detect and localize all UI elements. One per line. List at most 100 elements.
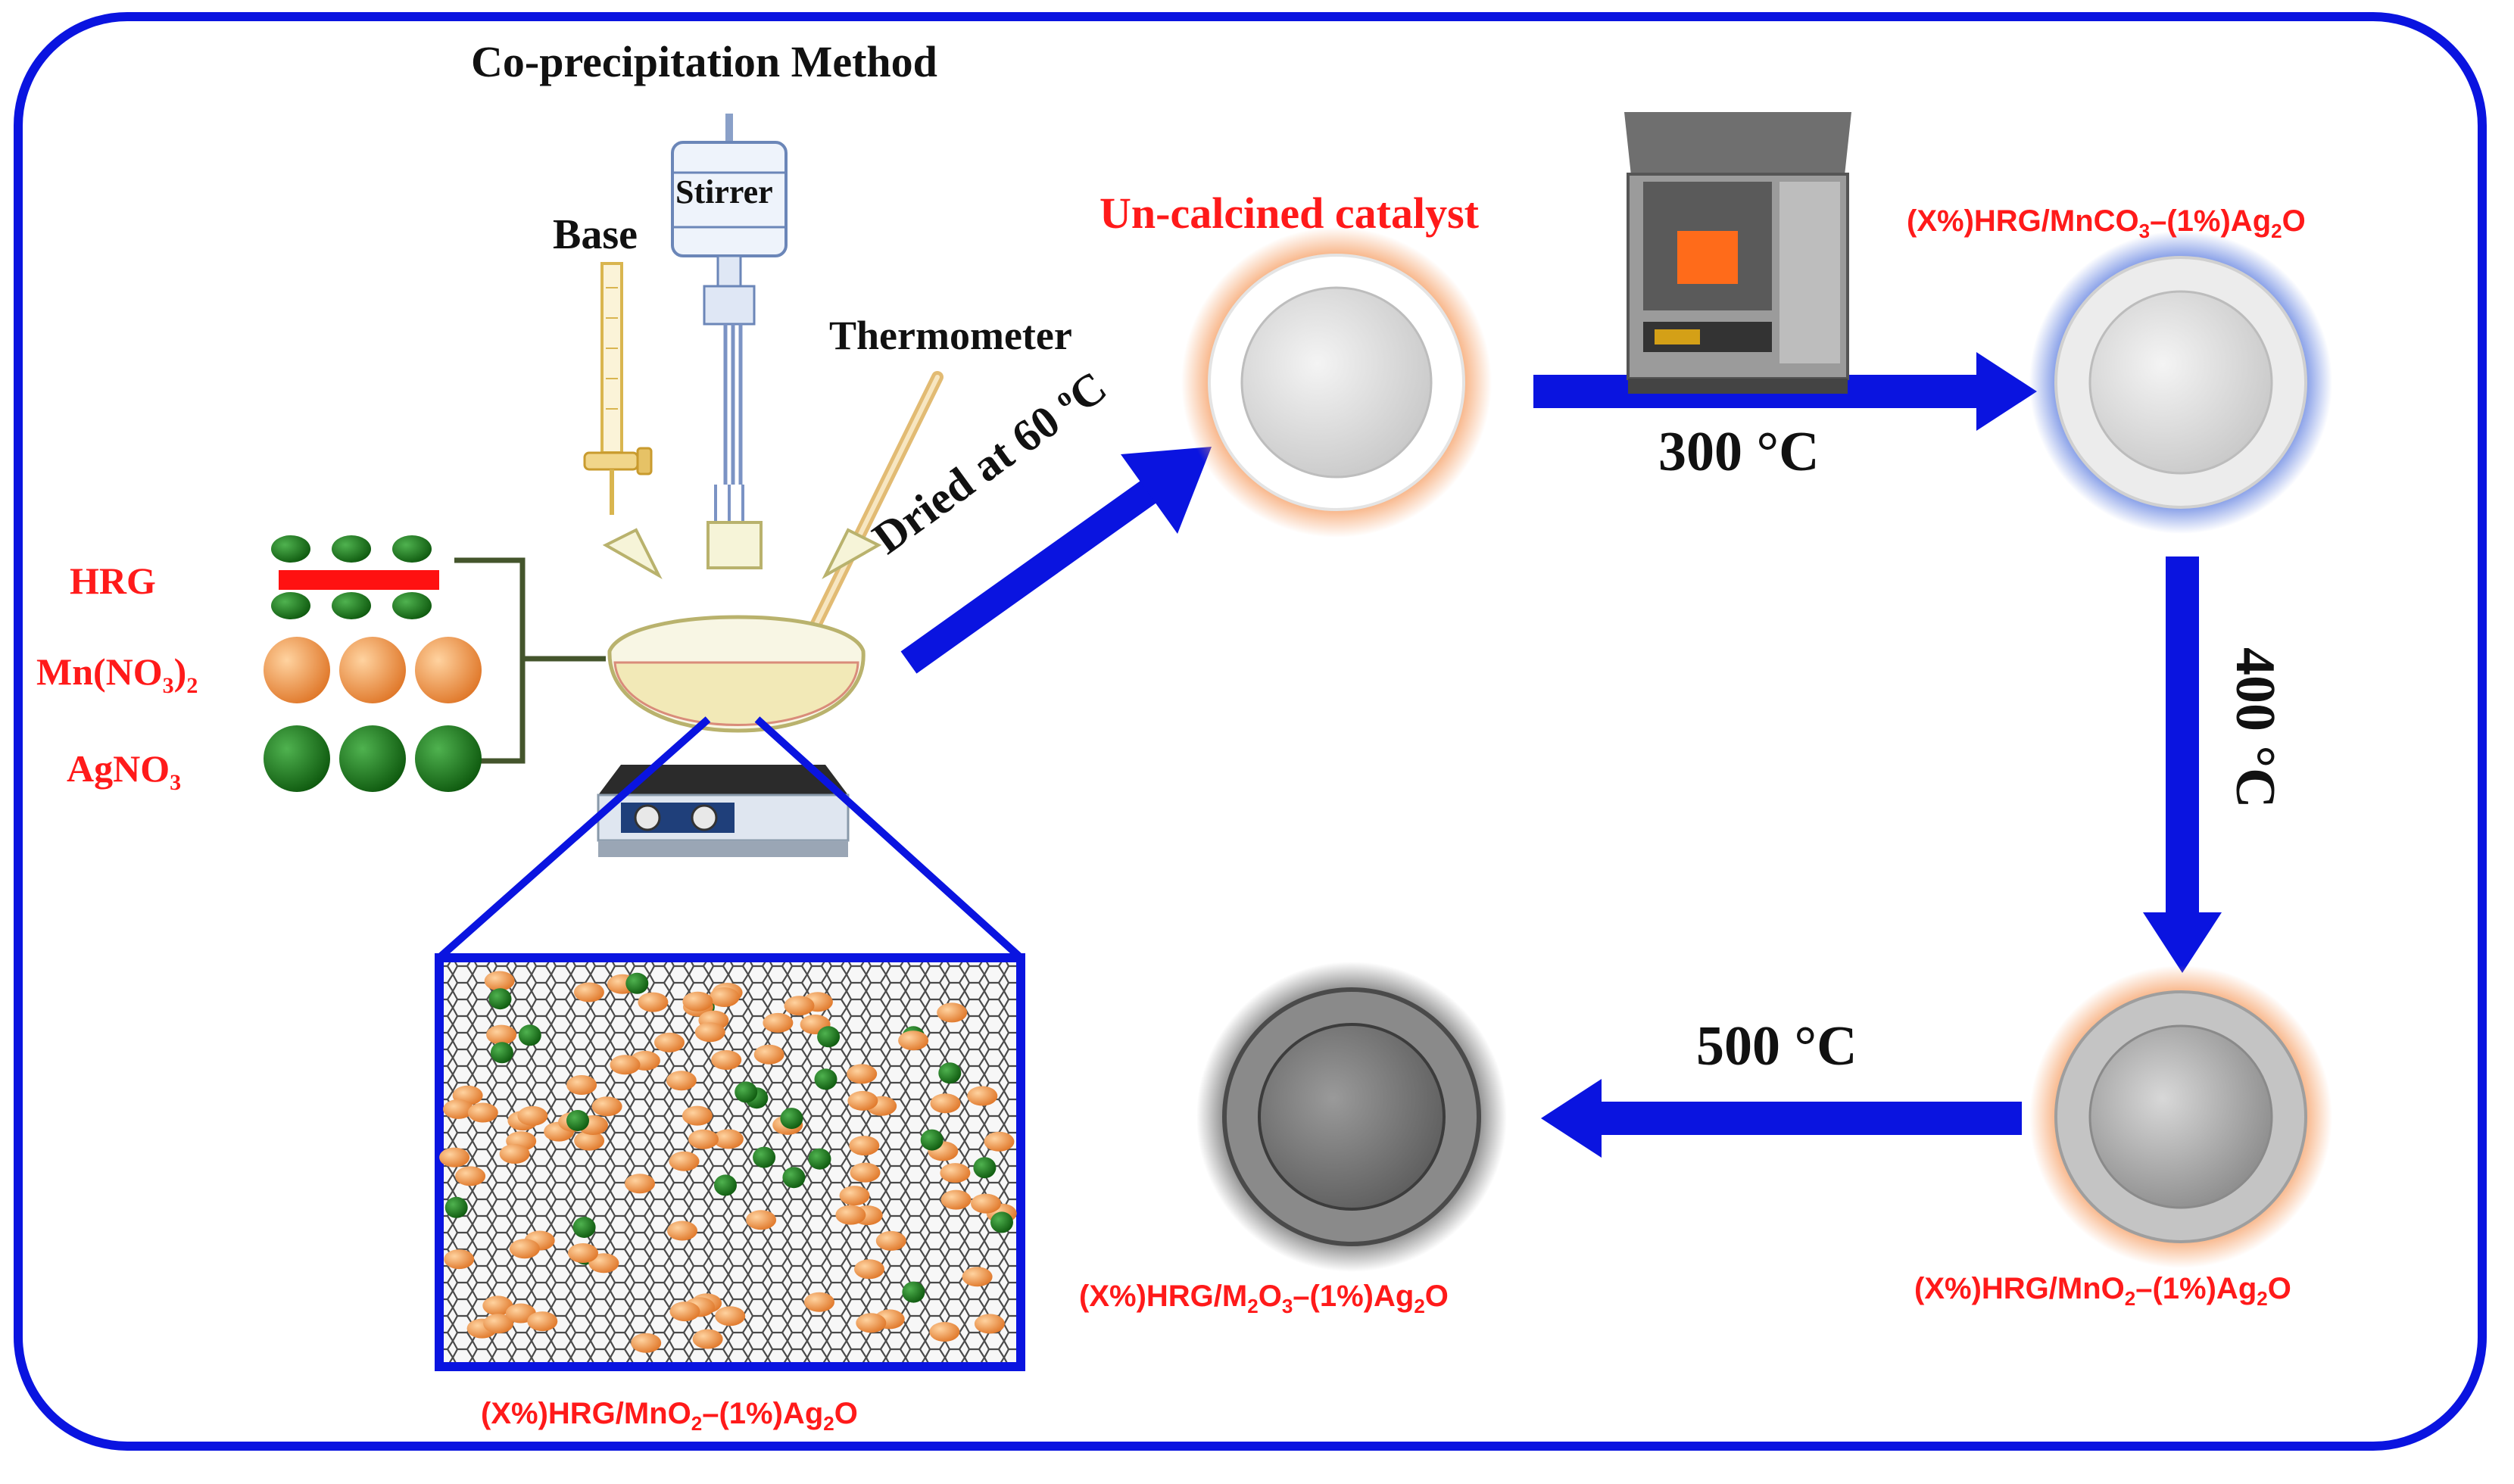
ag-particle [572,1217,596,1238]
ag-particle [808,1148,831,1170]
mn-particle [439,1147,470,1168]
hrg-particles [271,535,439,619]
dish-mno2 [2029,965,2332,1268]
mn-particle [527,1311,558,1332]
mn-particle [574,1130,605,1151]
mn-particle [856,1313,887,1333]
mn-particle [854,1259,884,1280]
mn-particle [482,1295,513,1316]
ag-particle [518,1024,541,1046]
mn-particle [591,1096,622,1117]
ag-particle [990,1211,1013,1233]
mn-particle [929,1322,960,1342]
mn-nitrate-label: Mn(NO3)2 [36,650,198,698]
mn-particle [499,1144,530,1164]
mn-particle [654,1032,685,1052]
ag-particle [488,988,512,1010]
ag-particle [782,1167,806,1189]
ag-particle [973,1157,997,1179]
mn-particle [666,1071,697,1091]
zoom-lines [436,716,1024,961]
uncalcined-label: Un-calcined catalyst [1099,189,1479,238]
hrg-label: HRG [70,560,156,602]
mn-particle [631,1333,662,1353]
mn-particle [940,1189,972,1210]
dish-mnco3 [2029,231,2332,534]
dish-uncalcined [1181,227,1492,538]
mn-particle [875,1230,906,1251]
stirrer-icon [671,114,788,530]
mn-particle [455,1166,486,1186]
mn-particle [610,1055,641,1075]
mn-particle [753,1044,784,1065]
product-mnco3-label: (X%)HRG/MnCO3–(1%)Ag2O [1907,204,2306,242]
product-m2o3-label: (X%)HRG/M2O3–(1%)Ag2O [1079,1280,1449,1317]
ag-particle [625,972,649,994]
mn-particle [984,1131,1015,1152]
mn-particle [967,1086,998,1106]
mn-nitrate-particles [264,637,482,703]
mn-particle [669,1302,700,1322]
mn-particle [940,1163,971,1183]
ag-particle [566,1110,589,1131]
arrow-400 [2143,556,2222,973]
hotplate-icon [597,765,850,857]
mn-particle [667,1221,697,1241]
temp-400-label: 400 °C [2224,647,2286,809]
dish-m2o3 [1196,962,1507,1272]
mn-particle [715,1306,746,1327]
ag-particle [714,1174,737,1196]
mn-particle [937,1002,968,1023]
mn-particle [443,1099,474,1119]
reagent-brace [454,557,606,764]
mn-particle [486,1024,517,1045]
mn-particle [688,1129,719,1149]
diagram-title: Co-precipitation Method [471,37,937,86]
mn-particle [839,1186,870,1206]
thermometer-icon [804,371,944,642]
ag-particle [780,1108,803,1130]
burette-icon [583,262,653,515]
mn-particle [625,1174,655,1194]
mn-particle [930,1093,961,1114]
mn-particle [847,1090,878,1111]
arrow-dried [900,447,1212,674]
mn-particle [713,1129,744,1149]
ag-particle [938,1062,962,1084]
agno3-particles [264,725,482,792]
mn-particle [709,987,740,1007]
flask-icon [602,521,882,733]
mn-particle [962,1267,993,1287]
mn-particle [566,1075,597,1095]
ag-particle [753,1146,776,1168]
mn-particle [804,1292,834,1312]
temp-500-label: 500 °C [1696,1015,1857,1077]
stirrer-label: Stirrer [675,173,773,210]
mn-particle [971,1193,1001,1214]
mn-particle [682,991,713,1012]
mn-particle [483,1314,514,1334]
mn-particle [847,1064,878,1084]
ag-particle [490,1042,513,1064]
mn-particle [711,1050,742,1070]
mn-particle [573,982,604,1002]
mn-particle [849,1136,880,1156]
mn-particle [467,1102,498,1123]
mn-particle [517,1105,548,1126]
mn-particle [484,971,515,991]
mn-particle [784,996,815,1016]
ag-particle [735,1081,758,1103]
mn-particle [682,1105,713,1126]
ag-particle [920,1129,944,1151]
base-label: Base [553,211,638,258]
inset-image [435,953,1025,1371]
agno3-label: AgNO3 [67,747,182,795]
mn-particle [898,1030,929,1051]
ag-particle [814,1068,837,1090]
mn-particle [588,1253,619,1274]
mn-particle [638,992,669,1012]
mn-particle [746,1210,777,1230]
mn-particle [568,1243,598,1263]
